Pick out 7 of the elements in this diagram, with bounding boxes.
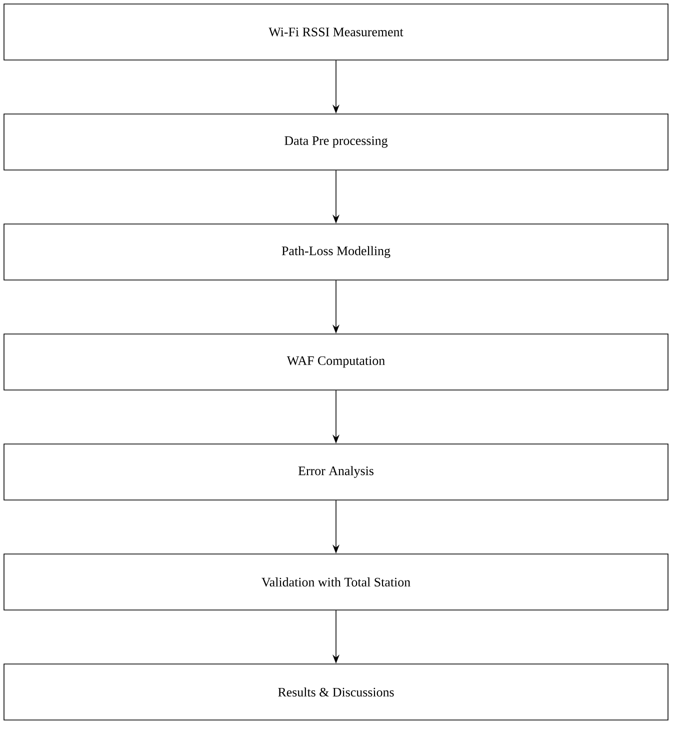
process-box: Results & Discussions (4, 664, 668, 720)
process-box: Error Analysis (4, 444, 668, 500)
process-box: WAF Computation (4, 334, 668, 390)
process-box: Validation with Total Station (4, 554, 668, 610)
process-box: Wi-Fi RSSI Measurement (4, 4, 668, 60)
process-box: Path-Loss Modelling (4, 224, 668, 280)
process-box: Data Pre processing (4, 114, 668, 170)
